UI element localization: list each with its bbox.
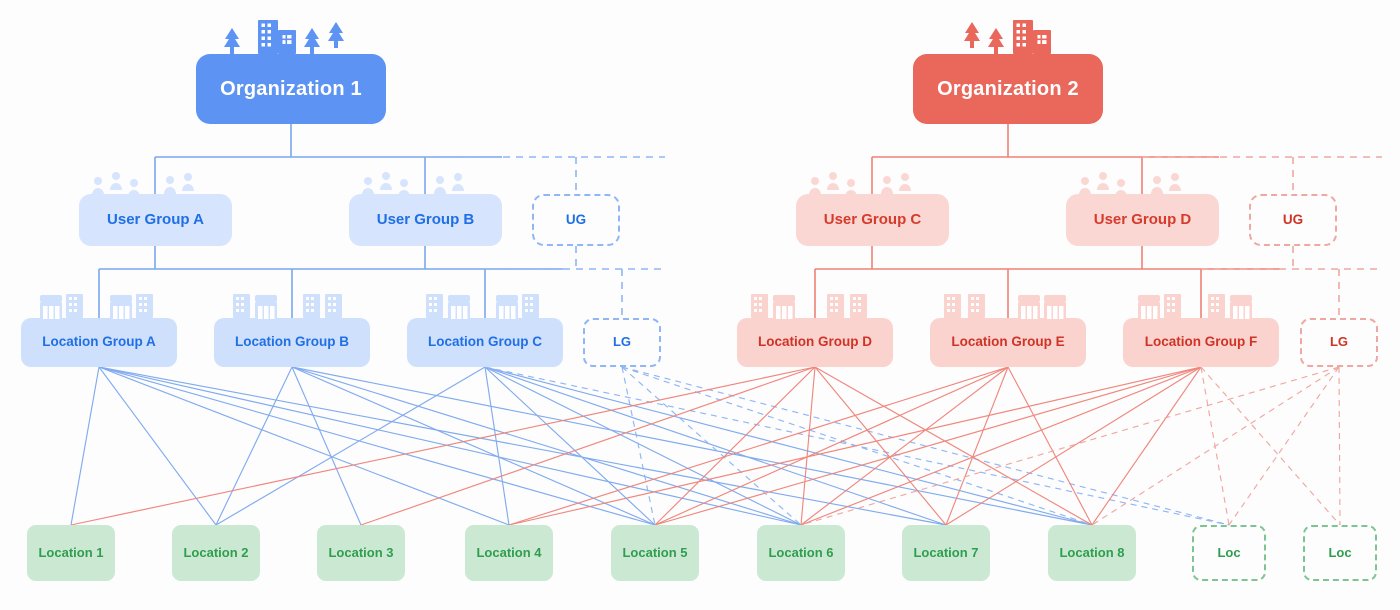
- location-group-label: Location Group E: [951, 334, 1065, 350]
- organization-node-1[interactable]: Organization 1: [196, 54, 386, 124]
- location-label: Location 5: [622, 544, 688, 560]
- organization-label: Organization 1: [220, 78, 362, 100]
- location-group-node-e[interactable]: Location Group E: [930, 318, 1086, 367]
- mesh-edges-red-dashed: [800, 366, 1341, 526]
- location-label: Location 6: [768, 544, 834, 560]
- location-label: Location 2: [183, 544, 249, 560]
- location-node-8[interactable]: Location 8: [1048, 525, 1136, 581]
- user-group-node-c[interactable]: User Group C: [796, 194, 949, 246]
- user-group-node-b[interactable]: User Group B: [349, 194, 502, 246]
- location-group-label: Location Group B: [235, 334, 349, 350]
- location-node-7[interactable]: Location 7: [902, 525, 990, 581]
- location-label: Location 3: [328, 544, 394, 560]
- location-placeholder-2[interactable]: Loc: [1303, 525, 1377, 581]
- user-group-label: User Group A: [107, 210, 204, 228]
- location-group-label: Location Group D: [758, 334, 872, 350]
- organization-node-2[interactable]: Organization 2: [913, 54, 1103, 124]
- user-group-label: User Group C: [823, 210, 922, 228]
- user-group-label: User Group B: [376, 210, 475, 228]
- location-group-node-c[interactable]: Location Group C: [407, 318, 563, 367]
- location-group-node-b[interactable]: Location Group B: [214, 318, 370, 367]
- tree-edges-red-dashed: [1142, 156, 1382, 318]
- user-group-node-a[interactable]: User Group A: [79, 194, 232, 246]
- location-group-label: Location Group C: [428, 334, 542, 350]
- location-label: Location 4: [476, 544, 542, 560]
- mesh-edges-red: [70, 366, 1202, 526]
- location-node-2[interactable]: Location 2: [172, 525, 260, 581]
- tree-edges-blue-dashed: [425, 156, 665, 318]
- location-group-placeholder-blue[interactable]: LG: [583, 318, 661, 367]
- location-label: Location 7: [913, 544, 979, 560]
- location-group-placeholder-red[interactable]: LG: [1300, 318, 1378, 367]
- location-placeholder-label: Loc: [1328, 544, 1352, 560]
- mesh-edges-blue: [70, 366, 1093, 526]
- user-group-node-d[interactable]: User Group D: [1066, 194, 1219, 246]
- location-label: Location 1: [38, 544, 104, 560]
- organization-label: Organization 2: [937, 78, 1079, 100]
- location-node-5[interactable]: Location 5: [611, 525, 699, 581]
- location-group-placeholder-label: LG: [1329, 334, 1349, 350]
- location-placeholder-1[interactable]: Loc: [1192, 525, 1266, 581]
- user-group-placeholder-red[interactable]: UG: [1249, 194, 1337, 246]
- user-group-placeholder-label: UG: [1282, 211, 1304, 227]
- location-group-label: Location Group A: [42, 334, 156, 350]
- location-label: Location 8: [1059, 544, 1125, 560]
- location-group-node-f[interactable]: Location Group F: [1123, 318, 1279, 367]
- location-node-6[interactable]: Location 6: [757, 525, 845, 581]
- user-group-label: User Group D: [1093, 210, 1192, 228]
- user-group-placeholder-label: UG: [565, 211, 587, 227]
- user-group-placeholder-blue[interactable]: UG: [532, 194, 620, 246]
- location-placeholder-label: Loc: [1217, 544, 1241, 560]
- location-node-1[interactable]: Location 1: [27, 525, 115, 581]
- location-group-node-d[interactable]: Location Group D: [737, 318, 893, 367]
- location-group-node-a[interactable]: Location Group A: [21, 318, 177, 367]
- location-node-3[interactable]: Location 3: [317, 525, 405, 581]
- location-group-placeholder-label: LG: [612, 334, 632, 350]
- location-group-label: Location Group F: [1144, 334, 1258, 350]
- location-node-4[interactable]: Location 4: [465, 525, 553, 581]
